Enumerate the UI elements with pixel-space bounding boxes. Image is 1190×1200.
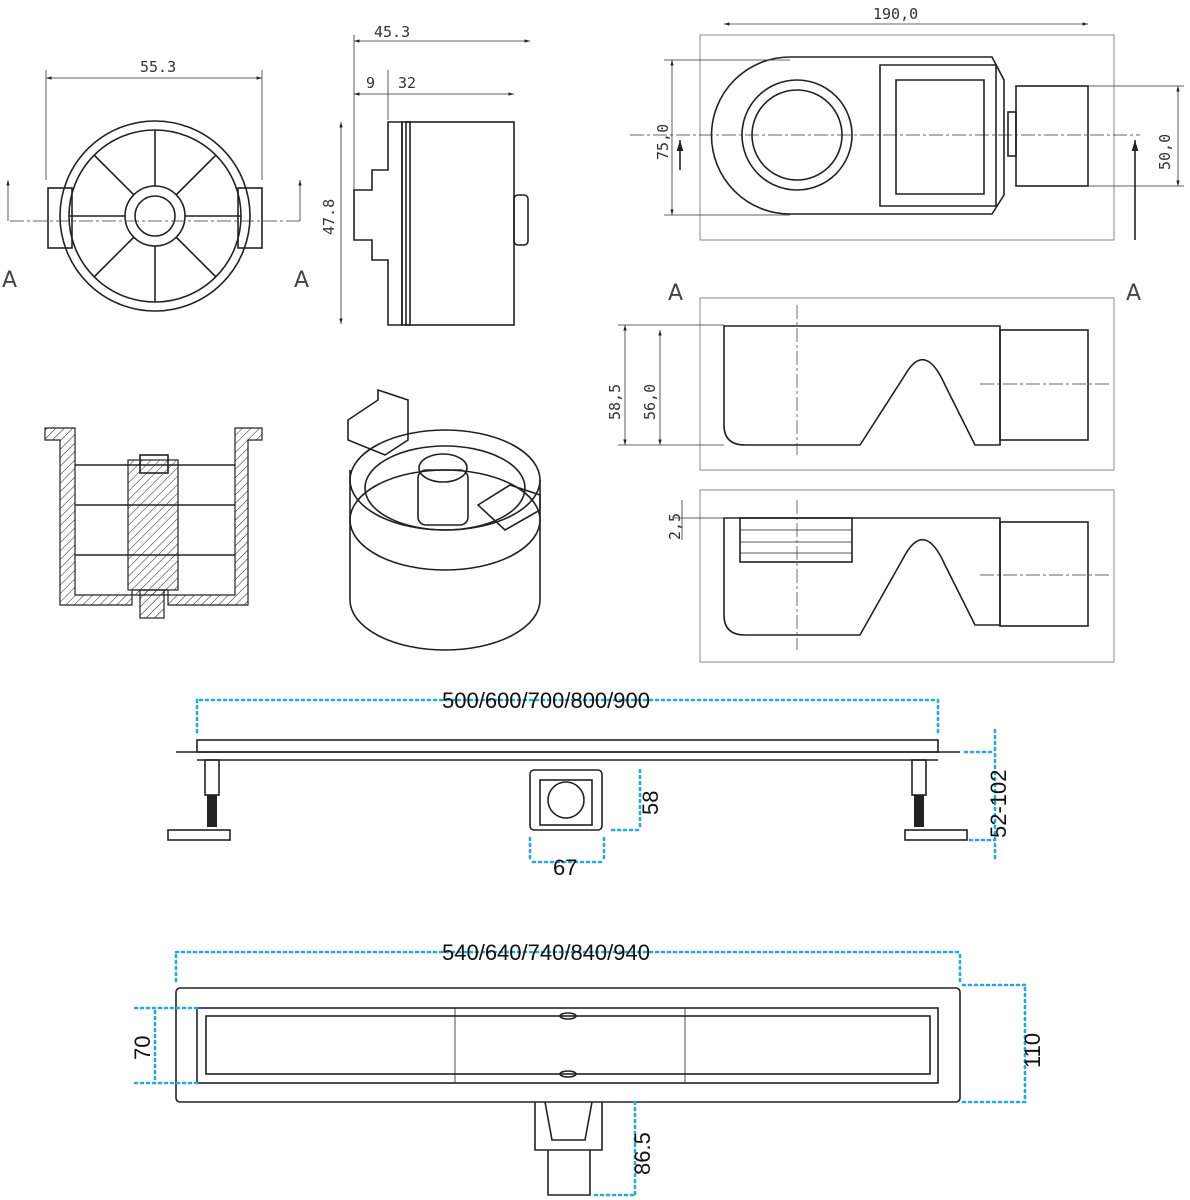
dim-side-height: 47.8 (320, 199, 338, 235)
dim-frame-lengths: 540/640/740/840/940 (442, 940, 650, 965)
dim-channel-lengths: 500/600/700/800/900 (442, 688, 650, 713)
top-view: 190,0 75,0 50,0 (630, 5, 1184, 241)
dim-section-h2: 56,0 (641, 384, 659, 420)
dim-top-length: 190,0 (873, 5, 918, 23)
dim-trap-width: 67 (553, 855, 577, 880)
section-label-left: A (668, 281, 683, 306)
dim-side-a: 9 (366, 74, 375, 92)
dim-side-b: 32 (398, 74, 416, 92)
dim-lip: 2,5 (666, 513, 684, 540)
dim-front-width: 55.3 (140, 58, 176, 76)
cross-section (44, 427, 263, 619)
dim-outlet-length: 86.5 (630, 1132, 655, 1175)
isometric-view (347, 388, 541, 651)
dim-adjust-height: 52-102 (986, 769, 1011, 838)
channel-top-view: 540/640/740/840/940 70 110 86.5 (130, 940, 1045, 1197)
dim-grate-width: 70 (130, 1036, 155, 1060)
side-view: 45.3 9 32 47.8 (320, 23, 530, 326)
section-label-right: A (1126, 281, 1141, 306)
dim-side-total: 45.3 (374, 23, 410, 41)
section-with-grate: 2,5 (666, 489, 1115, 663)
section-mark-left: A (2, 268, 17, 293)
dim-outlet-dia: 50,0 (1156, 134, 1174, 170)
dim-frame-width: 110 (1020, 1033, 1045, 1068)
front-view: 55.3 A A (2, 58, 309, 312)
section-view: A A 58,5 56,0 (606, 281, 1141, 471)
dim-trap-height: 58 (638, 791, 663, 815)
section-mark-right: A (294, 268, 309, 293)
channel-side-view: 500/600/700/800/900 67 58 52-102 (167, 688, 1011, 880)
dim-top-width: 75,0 (654, 124, 672, 160)
dim-section-h1: 58,5 (606, 384, 624, 420)
